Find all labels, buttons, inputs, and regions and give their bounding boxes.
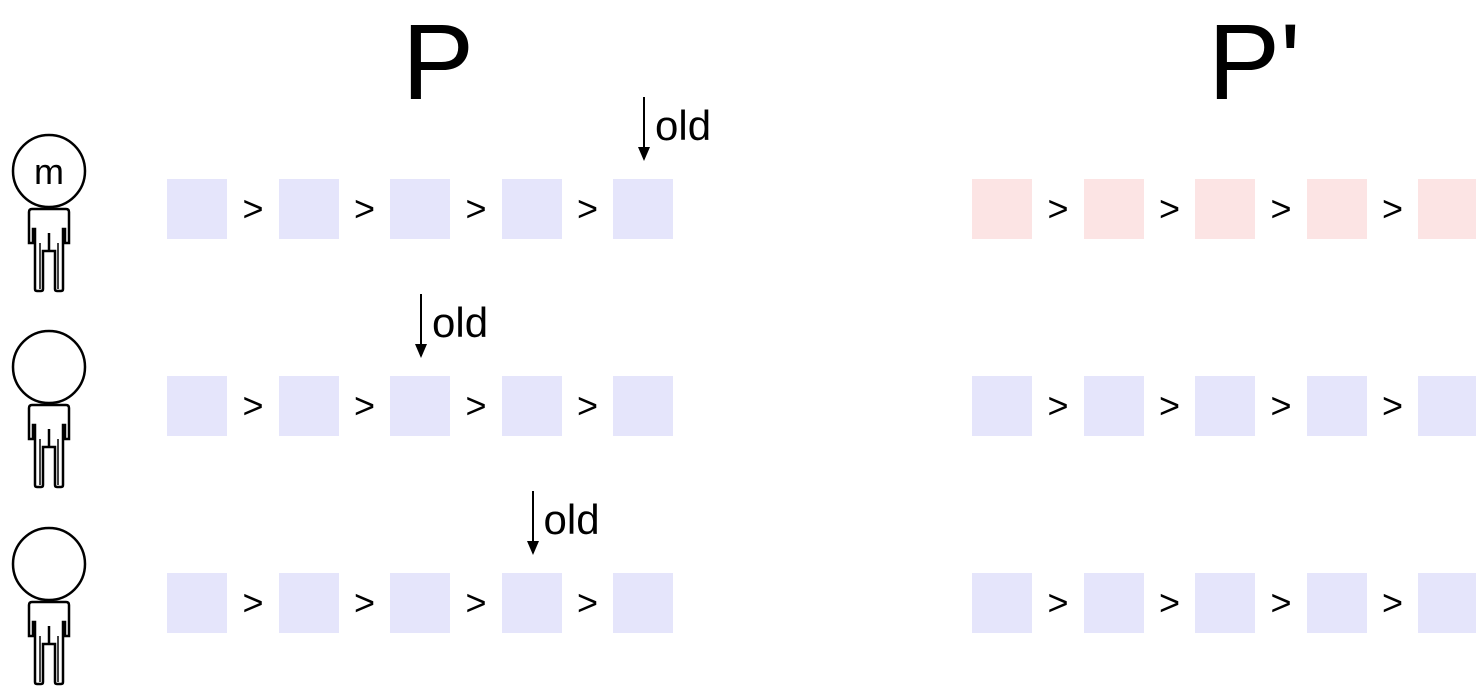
greater-than-sign: > xyxy=(465,188,487,229)
old-label: old xyxy=(655,102,712,149)
item-box xyxy=(972,179,1032,239)
item-box xyxy=(1083,376,1144,436)
greater-than-sign: > xyxy=(576,188,599,229)
item-box xyxy=(278,376,339,436)
down-arrow-icon xyxy=(415,294,427,358)
item-box xyxy=(1306,573,1367,633)
greater-than-sign: > xyxy=(1158,188,1181,229)
greater-than-sign: > xyxy=(1270,385,1292,426)
greater-than-sign: > xyxy=(242,188,264,229)
greater-than-sign: > xyxy=(1047,188,1069,229)
down-arrow-icon xyxy=(638,97,650,161)
greater-than-sign: > xyxy=(576,582,599,623)
greater-than-sign: > xyxy=(1158,582,1181,623)
greater-than-sign: > xyxy=(353,582,376,623)
item-box xyxy=(167,179,227,239)
greater-than-sign: > xyxy=(242,385,264,426)
item-box xyxy=(167,573,227,633)
item-box xyxy=(1195,376,1255,436)
greater-than-sign: > xyxy=(353,385,376,426)
greater-than-sign: > xyxy=(465,582,487,623)
old-label: old xyxy=(543,496,600,543)
greater-than-sign: > xyxy=(576,385,599,426)
item-box xyxy=(278,179,339,239)
item-box xyxy=(167,376,227,436)
greater-than-sign: > xyxy=(1270,188,1292,229)
heading-p-prime: P' xyxy=(1208,1,1301,122)
old-label: old xyxy=(432,299,489,346)
ordering-row-p: > > > > xyxy=(167,376,673,436)
item-box xyxy=(972,376,1032,436)
item-box xyxy=(1306,376,1367,436)
item-box xyxy=(1195,573,1255,633)
item-box xyxy=(1083,179,1144,239)
item-box xyxy=(1083,573,1144,633)
person xyxy=(10,329,90,489)
item-box xyxy=(1195,179,1255,239)
greater-than-sign: > xyxy=(1381,188,1404,229)
ordering-row-p-prime: > > > > xyxy=(972,573,1476,633)
item-box xyxy=(1418,573,1476,633)
item-box xyxy=(613,376,673,436)
greater-than-sign: > xyxy=(1158,385,1181,426)
greater-than-sign: > xyxy=(1381,582,1404,623)
ordering-row-p: > > > > xyxy=(167,573,673,633)
greater-than-sign: > xyxy=(1047,582,1069,623)
ordering-row-p: > > > > xyxy=(167,179,673,239)
person-icon xyxy=(11,329,87,489)
item-box xyxy=(1306,179,1367,239)
greater-than-sign: > xyxy=(1270,582,1292,623)
item-box xyxy=(390,376,450,436)
item-box xyxy=(501,573,562,633)
item-box xyxy=(1418,376,1476,436)
item-box xyxy=(501,376,562,436)
item-box xyxy=(501,179,562,239)
malicious-person: m xyxy=(10,133,90,293)
person xyxy=(10,526,90,686)
greater-than-sign: > xyxy=(465,385,487,426)
greater-than-sign: > xyxy=(242,582,264,623)
ordering-row-p-prime: > > > > xyxy=(972,179,1476,239)
greater-than-sign: > xyxy=(353,188,376,229)
item-box xyxy=(390,179,450,239)
item-box xyxy=(613,179,673,239)
item-box xyxy=(1418,179,1476,239)
item-box xyxy=(613,573,673,633)
person-icon xyxy=(11,133,87,293)
heading-p: P xyxy=(402,1,475,122)
down-arrow-icon xyxy=(526,491,539,555)
greater-than-sign: > xyxy=(1381,385,1404,426)
person-marker-label: m xyxy=(34,151,64,192)
greater-than-sign: > xyxy=(1047,385,1069,426)
ordering-row-p-prime: > > > > xyxy=(972,376,1476,436)
item-box xyxy=(390,573,450,633)
person-icon xyxy=(11,526,87,686)
item-box xyxy=(278,573,339,633)
item-box xyxy=(972,573,1032,633)
